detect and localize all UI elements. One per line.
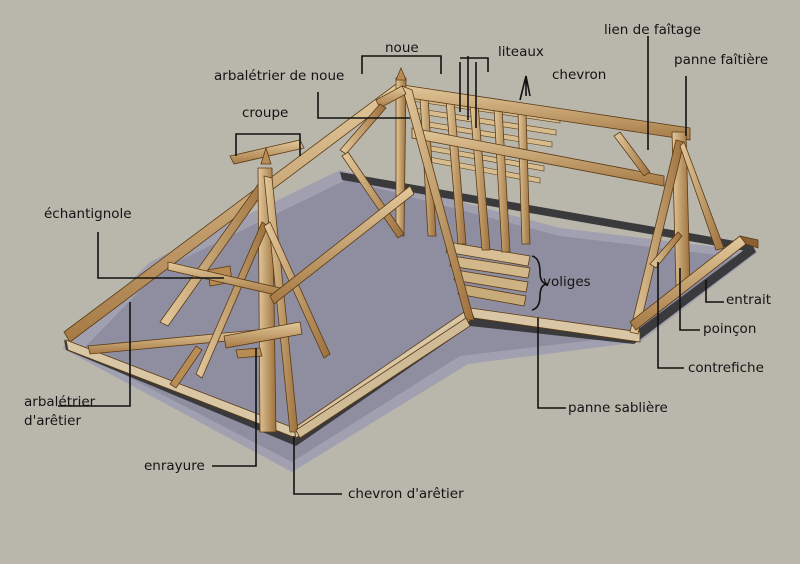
label-poincon: poinçon (703, 321, 756, 337)
label-liteaux: liteaux (498, 44, 544, 60)
noue-valley-frame (269, 66, 475, 439)
label-entrait: entrait (726, 292, 771, 308)
label-arbaletrier-line1: arbalétrier (24, 394, 96, 410)
label-arbaletrier-de-noue: arbalétrier de noue (214, 68, 344, 84)
leader-lines (58, 36, 724, 495)
label-arbaletrier-line2: d'arêtier (24, 413, 81, 429)
label-chevron: chevron (552, 67, 606, 83)
label-voliges: voliges (543, 274, 591, 290)
label-panne-sabliere: panne sablière (568, 400, 668, 416)
label-croupe: croupe (242, 105, 288, 121)
label-echantignole: échantignole (44, 206, 132, 222)
label-chevron-d-aretier: chevron d'arêtier (348, 486, 464, 502)
ground-shadow (62, 170, 758, 472)
right-truss (613, 131, 759, 335)
label-noue: noue (385, 40, 419, 56)
label-panne-faitiere: panne faîtière (674, 52, 768, 68)
label-enrayure: enrayure (144, 458, 205, 474)
diagram-labels: noue liteaux lien de faîtage arbalétrier… (24, 22, 771, 502)
label-lien-de-faitage: lien de faîtage (604, 22, 701, 38)
label-contrefiche: contrefiche (688, 360, 764, 376)
